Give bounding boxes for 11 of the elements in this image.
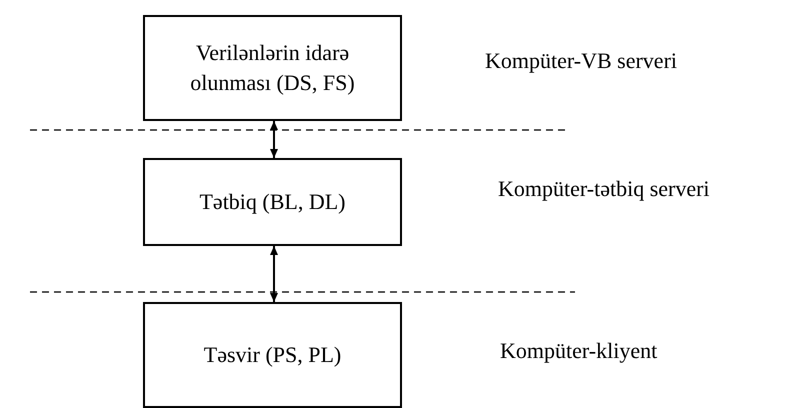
layer-box (143, 302, 402, 408)
layer-box (143, 158, 402, 246)
layer-label: Tətbiq (BL, DL) (199, 188, 346, 216)
tier-label: Kompüter-tətbiq serveri (498, 176, 710, 202)
tier-label: Kompüter-VB serveri (485, 48, 678, 74)
layer-label: Verilənlərin idarə olunması (DS, FS) (189, 39, 356, 97)
double-arrow (270, 121, 278, 158)
layer-label: Təsvir (PS, PL) (204, 341, 342, 370)
tier-label: Kompüter-kliyent (500, 338, 658, 364)
layer-box (143, 15, 402, 121)
double-arrow (270, 246, 278, 302)
